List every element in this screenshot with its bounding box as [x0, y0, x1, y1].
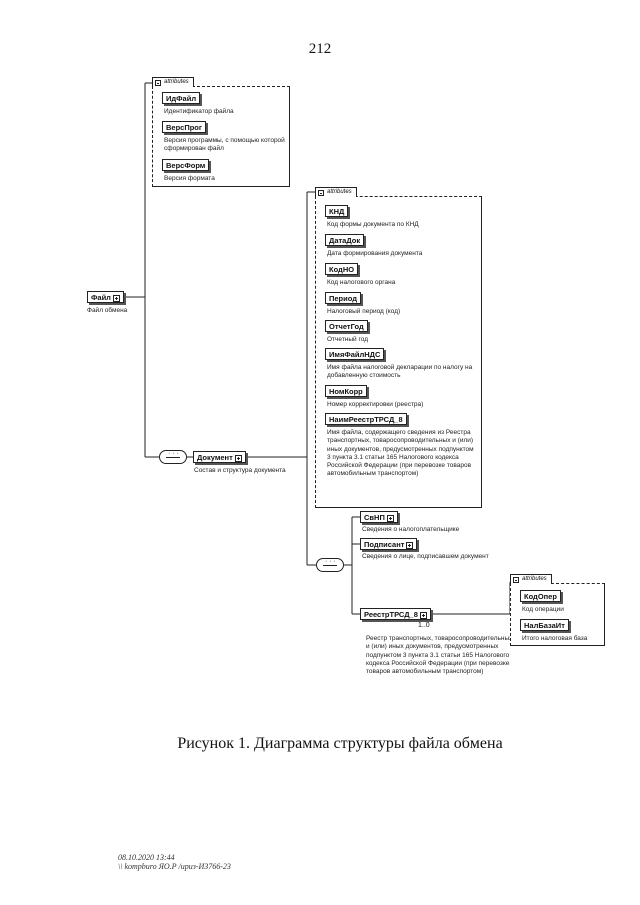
child-reestrtrsd8[interactable]: РеестрТРСД_8: [360, 608, 431, 620]
file-node[interactable]: Файл: [87, 291, 124, 303]
attr-nalbazait[interactable]: НалБазаИт: [520, 619, 569, 631]
attr-otchetgod-desc: Отчетный год: [327, 336, 368, 343]
attr-period-desc: Налоговый период (код): [327, 308, 401, 315]
file-attributes-box: attributes ИдФайл Идентификатор файла Ве…: [152, 77, 290, 187]
child-podpisant[interactable]: Подписант: [360, 538, 418, 550]
collapse-icon[interactable]: [513, 576, 519, 583]
attr-versprog[interactable]: ВерсПрог: [162, 121, 207, 133]
attr-kodno-desc: Код налогового органа: [327, 279, 396, 286]
attr-naimreestrtrsd8[interactable]: НаимРеестрТРСД_8: [325, 413, 407, 425]
child-svnp[interactable]: СвНП: [360, 511, 398, 523]
document-attributes-box: attributes КНД Код формы документа по КН…: [315, 187, 482, 508]
attr-idfile[interactable]: ИдФайл: [162, 92, 201, 104]
attributes-header[interactable]: attributes: [315, 187, 357, 197]
attr-nomkorr-desc: Номер корректировки (реестра): [327, 401, 424, 408]
file-node-desc: Файл обмена: [87, 307, 128, 314]
attr-datadok[interactable]: ДатаДок: [325, 234, 365, 246]
child-podpisant-desc: Сведения о лице, подписавшем документ: [362, 553, 489, 560]
attr-kodoper-desc: Код операции: [522, 606, 564, 613]
sequence-compositor: [316, 558, 344, 572]
attr-nomkorr[interactable]: НомКорр: [325, 385, 367, 397]
page-number: 212: [308, 41, 332, 57]
attr-idfile-desc: Идентификатор файла: [164, 108, 234, 115]
document-node[interactable]: Документ: [193, 451, 246, 463]
expand-icon[interactable]: [406, 541, 414, 549]
expand-icon[interactable]: [419, 611, 427, 619]
attr-knd-desc: Код формы документа по КНД: [327, 221, 419, 228]
attr-nalbazait-desc: Итого налоговая база: [522, 635, 588, 642]
attr-versform-desc: Версия формата: [164, 175, 215, 182]
multiplicity-label: 1..0: [418, 622, 430, 629]
footer-path: \\ kompburo ЯО.Р /ириз-ИЗ766-23: [118, 862, 231, 871]
attributes-header[interactable]: attributes: [510, 574, 552, 584]
expand-icon[interactable]: [112, 294, 120, 302]
attr-versprog-desc: Версия программы, с помощью которой сфор…: [164, 137, 285, 153]
attr-naimreestrtrsd8-desc: Имя файла, содержащего сведения из Реест…: [327, 429, 474, 478]
attr-imyafaylnds-desc: Имя файла налоговой декларации по налогу…: [327, 364, 473, 380]
attr-versform[interactable]: ВерсФорм: [162, 159, 210, 171]
figure-caption: Рисунок 1. Диаграмма структуры файла обм…: [177, 735, 503, 752]
sequence-compositor: [159, 450, 187, 464]
expand-icon[interactable]: [234, 454, 242, 462]
child-svnp-desc: Сведения о налогоплательщике: [362, 526, 460, 533]
attr-imyafaylnds[interactable]: ИмяФайлНДС: [325, 348, 385, 360]
collapse-icon[interactable]: [155, 79, 161, 86]
registry-attributes-box: attributes КодОпер Код операции НалБазаИ…: [510, 574, 605, 646]
attr-datadok-desc: Дата формирования документа: [327, 250, 423, 257]
collapse-icon[interactable]: [318, 189, 324, 196]
attr-knd[interactable]: КНД: [325, 205, 349, 217]
attr-period[interactable]: Период: [325, 292, 361, 304]
attr-kodno[interactable]: КодНО: [325, 263, 359, 275]
attr-otchetgod[interactable]: ОтчетГод: [325, 320, 368, 332]
attr-kodoper[interactable]: КодОпер: [520, 590, 561, 602]
footer-timestamp: 08.10.2020 13:44: [118, 853, 175, 862]
document-node-desc: Состав и структура документа: [194, 467, 286, 474]
attributes-header[interactable]: attributes: [152, 77, 194, 87]
child-reestrtrsd8-desc: Реестр транспортных, товаросопроводитель…: [366, 635, 513, 676]
expand-icon[interactable]: [386, 514, 394, 522]
